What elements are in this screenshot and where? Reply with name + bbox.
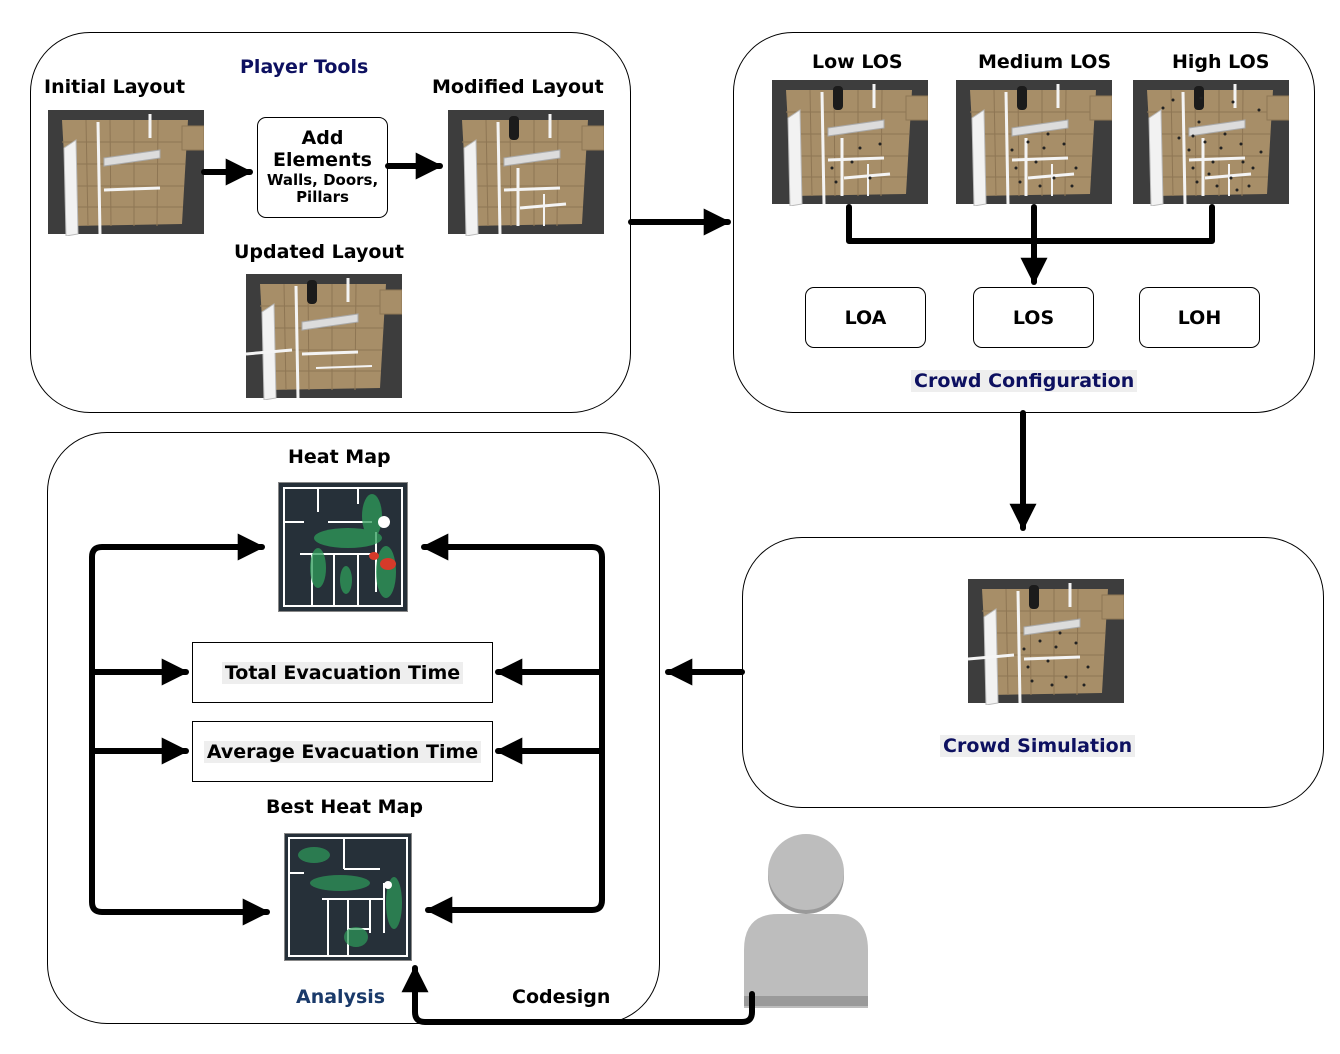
codesign-label: Codesign <box>512 986 611 1008</box>
player-tools-title: Player Tools <box>240 56 369 78</box>
low-los-image <box>772 78 928 206</box>
add-elements-detail-1: Walls, Doors, <box>266 171 379 190</box>
add-elements-detail-2: Pillars <box>296 188 349 207</box>
loa-box: LOA <box>805 287 926 348</box>
user-icon <box>744 834 868 1008</box>
medium-los-label: Medium LOS <box>978 51 1112 73</box>
crowd-configuration-title-text: Crowd Configuration <box>911 370 1138 392</box>
heat-map-image <box>278 482 408 612</box>
crowd-configuration-title: Crowd Configuration <box>911 370 1138 392</box>
best-heat-map-image <box>284 833 412 961</box>
high-los-label: High LOS <box>1172 51 1270 73</box>
medium-los-image <box>956 78 1112 206</box>
high-los-image <box>1133 78 1289 206</box>
crowd-simulation-title: Crowd Simulation <box>940 735 1136 757</box>
crowd-simulation-image <box>968 577 1124 705</box>
initial-layout-label: Initial Layout <box>44 76 186 98</box>
analysis-title: Analysis <box>296 986 386 1008</box>
modified-layout-label: Modified Layout <box>432 76 604 98</box>
initial-layout-image <box>48 108 204 236</box>
add-elements-box: Add Elements Walls, Doors, Pillars <box>257 117 388 218</box>
total-evacuation-time-label: Total Evacuation Time <box>221 661 464 684</box>
add-elements-heading-2: Elements <box>273 149 372 172</box>
average-evacuation-time-label: Average Evacuation Time <box>203 740 482 763</box>
heat-map-label: Heat Map <box>288 446 391 468</box>
los-box: LOS <box>973 287 1094 348</box>
best-heat-map-label: Best Heat Map <box>266 796 424 818</box>
modified-layout-image <box>448 108 604 236</box>
low-los-label: Low LOS <box>812 51 903 73</box>
updated-layout-label: Updated Layout <box>234 241 405 263</box>
average-evacuation-time-box: Average Evacuation Time <box>192 721 493 782</box>
loh-box: LOH <box>1139 287 1260 348</box>
updated-layout-image <box>246 272 402 400</box>
crowd-simulation-title-text: Crowd Simulation <box>940 735 1136 757</box>
add-elements-heading-1: Add <box>301 127 344 150</box>
total-evacuation-time-box: Total Evacuation Time <box>192 642 493 703</box>
